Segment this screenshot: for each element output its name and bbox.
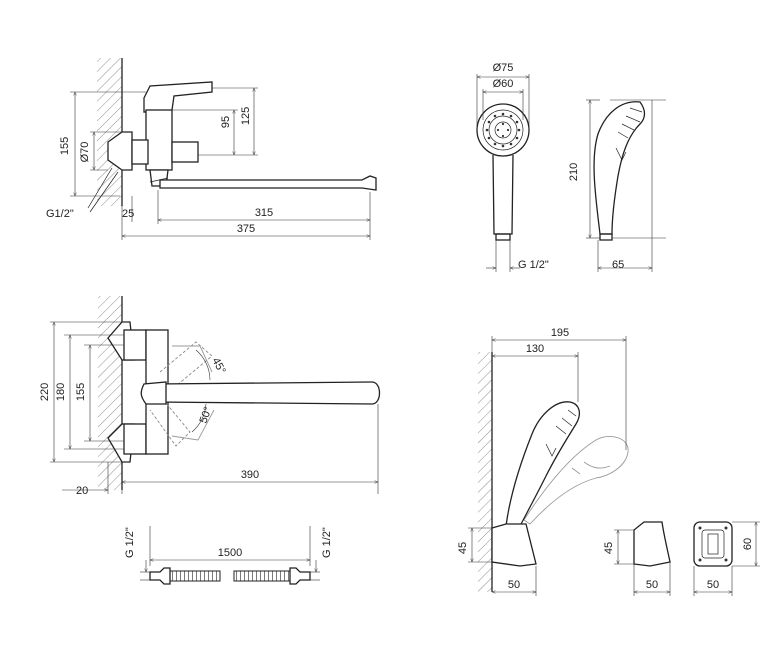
spray-nozzles xyxy=(485,112,521,148)
dim-45b-text: 45 xyxy=(603,542,615,554)
shower-thread-label: G 1/2" xyxy=(518,259,549,271)
dim-155-text: 155 xyxy=(59,137,71,155)
dim-60-text: 60 xyxy=(742,538,754,550)
shower-handle-side xyxy=(593,101,646,235)
dim-45-text: 45 xyxy=(457,542,469,554)
hand-shower-view: Ø75 Ø60 G 1/2" 210 65 xyxy=(476,62,666,272)
dim-50b-text: 50 xyxy=(646,579,658,591)
bracket-view: 45 50 60 50 xyxy=(603,521,760,596)
dim-50-text: 50 xyxy=(508,579,520,591)
dim-220-text: 220 xyxy=(39,383,51,401)
dim-25-text: 25 xyxy=(122,208,134,220)
shower-ghost xyxy=(523,436,629,525)
dim-210-text: 210 xyxy=(568,163,580,181)
dim-180-text: 180 xyxy=(55,383,67,401)
dim-315-text: 315 xyxy=(255,207,273,219)
hose-nut-left xyxy=(149,567,171,585)
dim-65-text: 65 xyxy=(612,259,624,271)
dim-95-text: 95 xyxy=(220,116,232,128)
faucet-side-view: 155 Ø70 95 125 G1/2" 25 315 375 xyxy=(46,58,377,240)
hose-view: 1500 G 1/2" G 1/2" xyxy=(124,526,333,585)
dim-50c-text: 50 xyxy=(707,579,719,591)
wall-hatch-3 xyxy=(478,352,492,592)
shower-on-holder xyxy=(505,401,581,531)
shower-head-inner xyxy=(482,109,524,151)
hose-body-left xyxy=(169,570,221,582)
hose-length-text: 1500 xyxy=(218,547,242,559)
bracket-side xyxy=(633,521,671,567)
hose-thread-right: G 1/2" xyxy=(321,527,333,558)
hose-thread-left: G 1/2" xyxy=(124,527,136,558)
wall-hatch-2 xyxy=(98,296,122,490)
top-spout xyxy=(150,381,381,405)
dim-125-text: 125 xyxy=(240,107,252,125)
dim-375-text: 375 xyxy=(237,223,255,235)
dim-d70-text: Ø70 xyxy=(79,142,91,163)
angle-50-text: 50° xyxy=(198,405,215,425)
thread-label: G1/2" xyxy=(46,208,74,220)
hose-nut-right xyxy=(289,567,311,585)
spout xyxy=(159,175,377,191)
lever xyxy=(143,81,213,113)
holder xyxy=(491,523,537,567)
dim-20-text: 20 xyxy=(76,485,88,497)
dim-d60-text: Ø60 xyxy=(493,78,514,90)
angle-45-text: 45° xyxy=(209,356,227,376)
hose-body-right xyxy=(233,570,291,582)
faucet-top-view: 45° 50° 220 180 155 20 390 xyxy=(39,296,381,497)
holder-view: 195 130 45 50 xyxy=(457,327,629,596)
spout-swing-down xyxy=(149,395,191,447)
dim-390-text: 390 xyxy=(241,469,259,481)
dim-130-text: 130 xyxy=(526,343,544,355)
spout-swing-up xyxy=(159,341,213,387)
dim-155b-text: 155 xyxy=(75,383,87,401)
shower-head-outer xyxy=(476,103,530,157)
bracket-front xyxy=(693,521,733,567)
dim-d75-text: Ø75 xyxy=(493,62,514,74)
mixer-body xyxy=(145,109,173,171)
shower-handle-front xyxy=(492,154,514,235)
dim-195-text: 195 xyxy=(551,327,569,339)
